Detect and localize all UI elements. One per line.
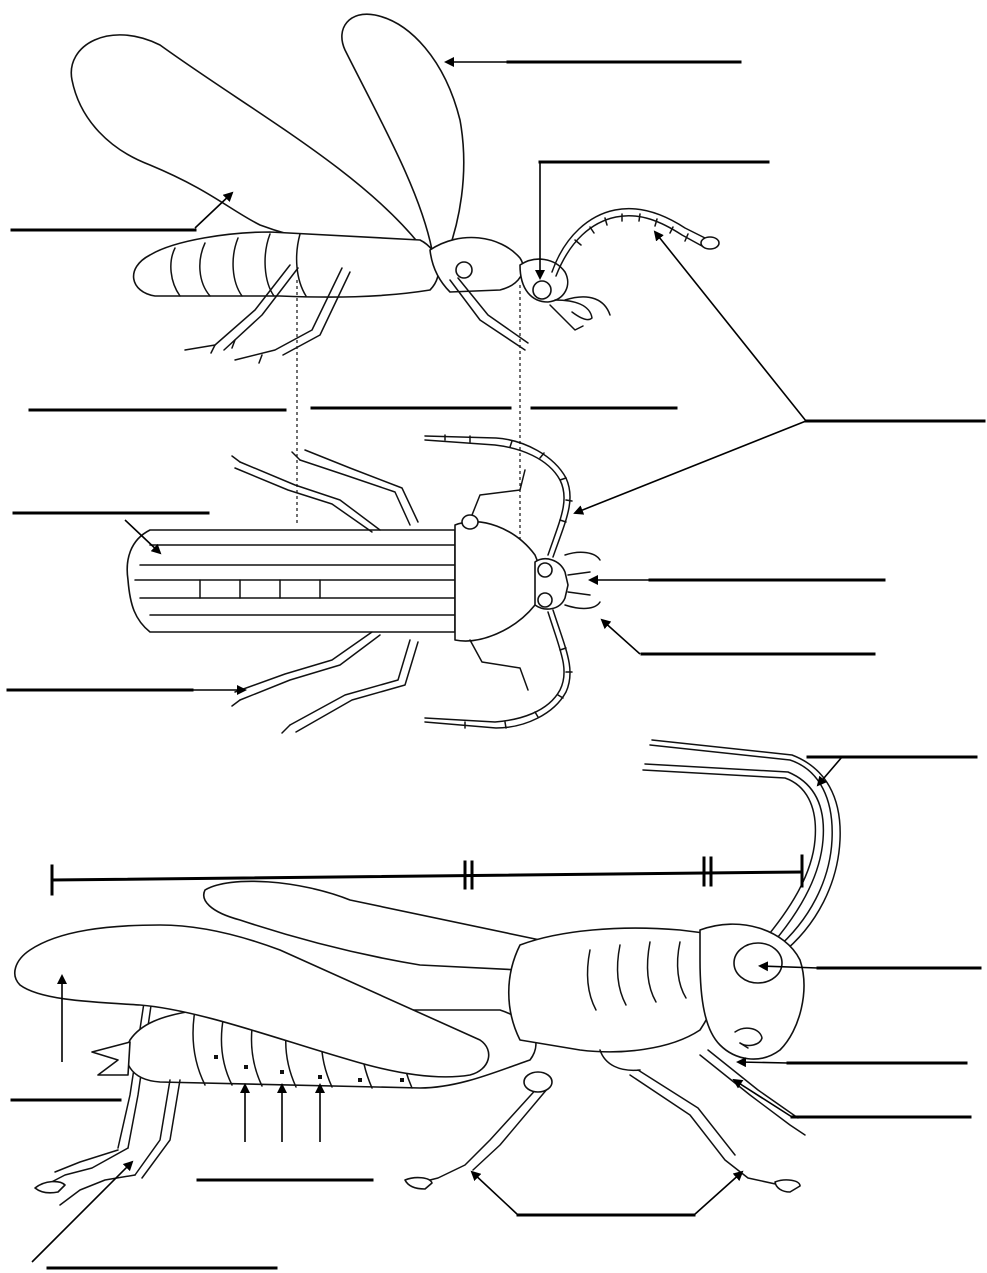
beetle-thorax xyxy=(430,238,523,292)
pointer-arrow xyxy=(32,1162,132,1262)
grasshopper-side-view xyxy=(15,740,840,1205)
grasshopper-mid-leg xyxy=(410,1085,548,1185)
pointer-arrow xyxy=(818,757,842,785)
beetle-abdomen xyxy=(134,232,439,297)
beetle-top-view xyxy=(127,435,600,733)
pointer-arrow xyxy=(575,421,806,513)
pointer-arrow xyxy=(195,193,232,228)
beetle-side-view xyxy=(71,14,719,363)
pointer-arrow xyxy=(472,1172,518,1215)
pointer-arrow xyxy=(694,1172,742,1215)
pointer-arrow xyxy=(655,232,806,421)
body-region-bracket xyxy=(52,856,802,894)
grasshopper-compound-eye xyxy=(734,943,782,983)
pointer-arrow xyxy=(602,620,640,654)
pointer-arrow xyxy=(734,1080,792,1117)
grasshopper-pronotum xyxy=(509,928,724,1052)
beetle-pronotum xyxy=(455,522,545,641)
pointer-arrow xyxy=(738,1062,788,1063)
